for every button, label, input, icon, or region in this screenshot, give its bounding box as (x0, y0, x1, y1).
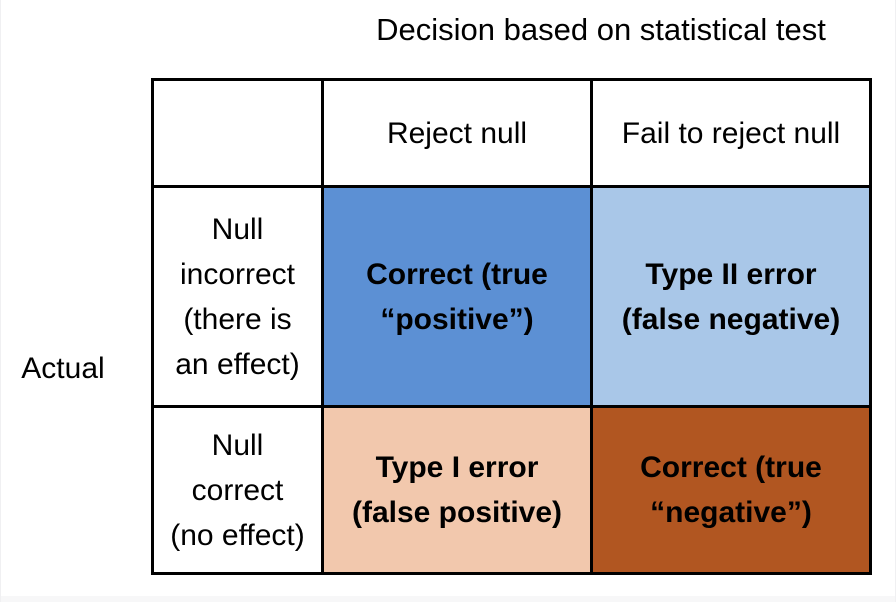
card-bottom-edge (1, 596, 895, 602)
row-null-correct: Null correct (no effect) Type I error (f… (151, 405, 872, 575)
col-header-fail-to-reject-null: Fail to reject null (590, 78, 872, 188)
cell-true-negative: Correct (true “negative”) (590, 405, 872, 575)
corner-cell (151, 78, 324, 188)
row-null-incorrect: Null incorrect (there is an effect) Corr… (151, 185, 872, 408)
row-header-null-correct: Null correct (no effect) (151, 405, 324, 575)
confusion-matrix-table: Reject null Fail to reject null Null inc… (151, 78, 872, 575)
cell-type-2-error: Type II error (false negative) (590, 185, 872, 408)
cell-true-positive: Correct (true “positive”) (321, 185, 593, 408)
matrix-title: Decision based on statistical test (376, 12, 826, 47)
actual-axis-label: Actual (21, 352, 105, 385)
column-header-row: Reject null Fail to reject null (151, 78, 872, 188)
row-header-null-incorrect: Null incorrect (there is an effect) (151, 185, 324, 408)
col-header-reject-null: Reject null (321, 78, 593, 188)
cell-type-1-error: Type I error (false positive) (321, 405, 593, 575)
